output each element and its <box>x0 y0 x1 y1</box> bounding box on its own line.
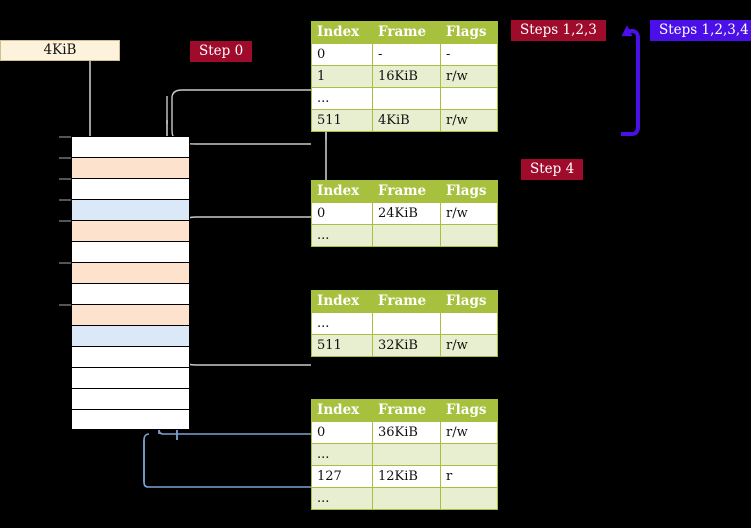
table-cell-idx: 127 <box>311 465 373 488</box>
table-cell-frm <box>372 87 441 110</box>
table-cell-frm: 4KiB <box>372 109 441 132</box>
kib-source-label: 4KiB <box>43 42 77 58</box>
table-cell-flg: r <box>440 465 498 488</box>
table-cell-flg <box>440 443 498 466</box>
table-cell-flg <box>440 224 498 247</box>
table-cell-idx: ... <box>311 487 373 510</box>
table-cell-frm: 36KiB <box>372 421 441 444</box>
table-row: ... <box>311 487 498 510</box>
badge-step-0-label: Step 0 <box>199 43 244 59</box>
table-cell-frm <box>372 487 441 510</box>
table-row: ... <box>311 224 498 247</box>
table-cell-idx: ... <box>311 443 373 466</box>
memory-tick <box>59 199 71 201</box>
memory-tick <box>59 304 71 306</box>
memory-tick <box>59 178 71 180</box>
table-cell-idx: 511 <box>311 334 373 357</box>
table-cell-frm <box>372 224 441 247</box>
table-cell-frm: 16KiB <box>372 65 441 88</box>
column-header-flags: Flags <box>440 180 498 203</box>
wire-pdp-0-to-memory <box>174 216 311 266</box>
badge-step-4: Step 4 <box>521 159 584 180</box>
table-cell-idx: ... <box>311 312 373 335</box>
table-cell-frm: 32KiB <box>372 334 441 357</box>
memory-frame <box>71 262 190 283</box>
table-cell-flg: r/w <box>440 202 498 225</box>
table-row: ... <box>311 443 498 466</box>
badge-step-0: Step 0 <box>190 41 253 62</box>
memory-frame <box>71 367 190 388</box>
badge-steps-123: Steps 1,2,3 <box>511 20 606 41</box>
memory-frame <box>71 199 190 220</box>
memory-frame <box>71 409 190 430</box>
memory-frame <box>71 388 190 409</box>
badge-steps-1234: Steps 1,2,3,4 <box>650 20 751 41</box>
memory-frame <box>71 157 190 178</box>
memory-frame <box>71 304 190 325</box>
kib-source-box: 4KiB <box>0 40 120 61</box>
table-cell-flg: - <box>440 43 498 66</box>
column-header-index: Index <box>311 21 373 44</box>
memory-frame <box>71 325 190 346</box>
memory-frame <box>71 178 190 199</box>
memory-tick <box>59 157 71 159</box>
memory-frame <box>71 241 190 262</box>
table-cell-flg: r/w <box>440 109 498 132</box>
table-cell-frm <box>372 312 441 335</box>
table-cell-flg: r/w <box>440 334 498 357</box>
column-header-flags: Flags <box>440 290 498 313</box>
memory-frame <box>71 136 190 157</box>
memory-tick <box>59 262 71 264</box>
table-row: ... <box>311 87 498 110</box>
table-cell-frm <box>372 443 441 466</box>
column-header-frame: Frame <box>372 21 441 44</box>
memory-frame <box>71 283 190 304</box>
memory-tick <box>59 220 71 222</box>
table-cell-flg <box>440 87 498 110</box>
table-cell-idx: ... <box>311 87 373 110</box>
column-header-frame: Frame <box>372 180 441 203</box>
table-cell-idx: 0 <box>311 43 373 66</box>
table-cell-flg: r/w <box>440 421 498 444</box>
column-header-frame: Frame <box>372 399 441 422</box>
wire-steps-1234-bracket <box>621 25 640 136</box>
column-header-flags: Flags <box>440 21 498 44</box>
memory-frame <box>71 220 190 241</box>
physical-memory-column <box>71 136 190 430</box>
table-cell-frm: 12KiB <box>372 465 441 488</box>
memory-tick <box>59 136 71 138</box>
wire-pd-511-to-memory <box>174 314 311 366</box>
table-cell-idx: 511 <box>311 109 373 132</box>
table-cell-idx: 0 <box>311 421 373 444</box>
table-row: 0-- <box>311 43 498 66</box>
badge-step-4-label: Step 4 <box>530 161 575 177</box>
table-cell-flg <box>440 312 498 335</box>
memory-frame <box>71 346 190 367</box>
table-cell-frm: 24KiB <box>372 202 441 225</box>
table-row: ... <box>311 312 498 335</box>
column-header-index: Index <box>311 290 373 313</box>
badge-steps-1234-label: Steps 1,2,3,4 <box>659 22 749 38</box>
column-header-frame: Frame <box>372 290 441 313</box>
table-cell-flg <box>440 487 498 510</box>
table-cell-idx: 0 <box>311 202 373 225</box>
column-header-index: Index <box>311 180 373 203</box>
column-header-flags: Flags <box>440 399 498 422</box>
badge-steps-123-label: Steps 1,2,3 <box>520 22 597 38</box>
column-header-index: Index <box>311 399 373 422</box>
table-cell-flg: r/w <box>440 65 498 88</box>
table-cell-idx: ... <box>311 224 373 247</box>
table-cell-idx: 1 <box>311 65 373 88</box>
table-cell-frm: - <box>372 43 441 66</box>
